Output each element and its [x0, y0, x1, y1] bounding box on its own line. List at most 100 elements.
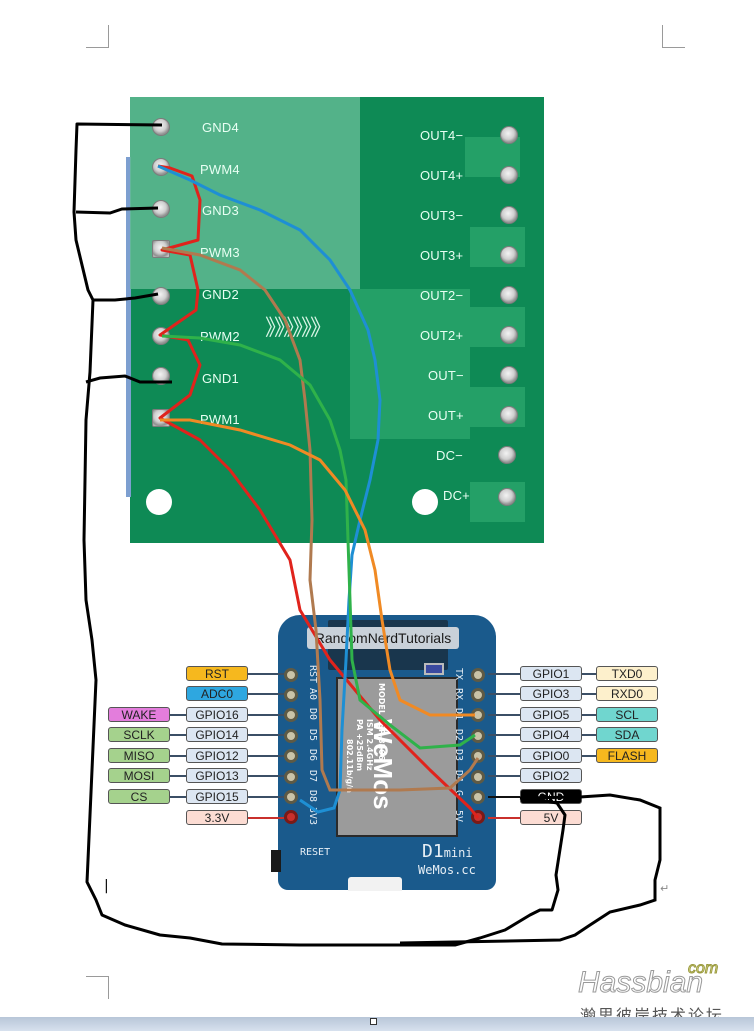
watermark-tld: com	[687, 960, 719, 978]
tag-gpio0: GPIO0	[520, 748, 582, 763]
reset-button[interactable]	[271, 850, 281, 872]
esp8266-module: WeMos MODEL ESP-8266 ISM 2.4GHz PA +25dB…	[336, 677, 458, 837]
wire-pwm2-d2	[161, 334, 476, 750]
label-pwm3: PWM3	[200, 245, 240, 260]
connector-line	[170, 755, 186, 757]
connector-line	[488, 673, 520, 675]
wire-pwm3-d3	[161, 246, 480, 792]
hassbian-watermark: com Hassbian 瀚思彼岸技术论坛	[577, 960, 748, 1026]
connector-line	[488, 817, 520, 819]
connector-line	[248, 796, 284, 798]
relay-board: GND4 PWM4 GND3 PWM3 GND2 PWM2 GND1 PWM1 …	[126, 97, 544, 543]
tag-3v3: 3.3V	[186, 810, 248, 825]
d1-mini-board: RandomNerdTutorials WeMos MODEL ESP-8266…	[271, 615, 496, 891]
pin-3v3[interactable]	[284, 810, 298, 824]
label-out-plus: OUT+	[428, 408, 464, 423]
tag-gpio15: GPIO15	[186, 789, 248, 804]
connector-line	[582, 734, 596, 736]
text-cursor: |	[104, 878, 109, 894]
pin-a0[interactable]	[284, 688, 298, 702]
pin-d8[interactable]	[284, 790, 298, 804]
connector-line	[488, 796, 520, 798]
crop-mark-top-left	[86, 25, 109, 48]
label-out4-plus: OUT4+	[420, 168, 464, 183]
label-gnd2: GND2	[202, 287, 239, 302]
connector-line	[170, 796, 186, 798]
pin-rst[interactable]	[284, 668, 298, 682]
tag-gpio4: GPIO4	[520, 727, 582, 742]
wire-ground-gnd2	[92, 292, 159, 302]
label-gnd4: GND4	[202, 120, 239, 135]
tag-gpio2: GPIO2	[520, 768, 582, 783]
mounting-hole	[146, 489, 172, 515]
terminal-out3-minus[interactable]	[500, 206, 518, 224]
terminal-out-plus[interactable]	[500, 406, 518, 424]
pin-d7[interactable]	[284, 770, 298, 784]
connector-line	[582, 755, 596, 757]
pin-g[interactable]	[471, 790, 485, 804]
pin-tx[interactable]	[471, 668, 485, 682]
tag-gpio5: GPIO5	[520, 707, 582, 722]
label-pwm4: PWM4	[200, 162, 240, 177]
model-suffix: mini	[443, 846, 473, 860]
terminal-out4-plus[interactable]	[500, 166, 518, 184]
tag-mosi: MOSI	[108, 768, 170, 783]
copper-pour	[350, 289, 470, 439]
terminal-out2-minus[interactable]	[500, 286, 518, 304]
tag-5v: 5V	[520, 810, 582, 825]
connector-line	[248, 673, 284, 675]
mounting-hole	[412, 489, 438, 515]
terminal-out-minus[interactable]	[500, 366, 518, 384]
paragraph-mark-icon: ↵	[660, 882, 670, 895]
model-name: D1	[422, 841, 444, 862]
wire-pwm1-d1	[160, 418, 475, 717]
site-label: WeMos.cc	[418, 863, 476, 877]
randomnerdtutorials-banner: RandomNerdTutorials	[307, 627, 459, 649]
wire-5v	[157, 164, 480, 819]
pin-d4[interactable]	[471, 770, 485, 784]
model-label: D1mini	[422, 841, 473, 862]
connector-line	[248, 734, 284, 736]
tag-scl: SCL	[596, 707, 658, 722]
terminal-dc-plus[interactable]	[498, 488, 516, 506]
crop-mark-bottom-left	[86, 976, 109, 999]
wire-ground-gnd3	[75, 206, 159, 215]
connector-line	[248, 755, 284, 757]
wire-ground	[72, 122, 567, 947]
tag-rst: RST	[186, 666, 248, 681]
connector-line	[488, 734, 520, 736]
label-dc-plus: DC+	[443, 488, 470, 503]
tag-wake: WAKE	[108, 707, 170, 722]
tag-gpio3: GPIO3	[520, 686, 582, 701]
terminal-dc-minus[interactable]	[498, 446, 516, 464]
tag-miso: MISO	[108, 748, 170, 763]
pin-rx[interactable]	[471, 688, 485, 702]
label-out2-plus: OUT2+	[420, 328, 464, 343]
connector-line	[170, 734, 186, 736]
terminal-gnd4[interactable]	[152, 118, 170, 136]
label-out2-minus: OUT2−	[420, 288, 464, 303]
label-gnd3: GND3	[202, 203, 239, 218]
label-out3-minus: OUT3−	[420, 208, 464, 223]
pin-d3[interactable]	[471, 749, 485, 763]
window-status-bar	[0, 1017, 754, 1031]
pin-d5[interactable]	[284, 729, 298, 743]
arrow-marks: 》》》》》》	[265, 315, 332, 340]
copper-pour	[470, 482, 525, 522]
tag-flash: FLASH	[596, 748, 658, 763]
wire-pwm4-d8	[157, 164, 382, 814]
terminal-out3-plus[interactable]	[500, 246, 518, 264]
resize-handle[interactable]	[370, 1018, 377, 1025]
connector-line	[248, 714, 284, 716]
terminal-out4-minus[interactable]	[500, 126, 518, 144]
pin-d6[interactable]	[284, 749, 298, 763]
terminal-out2-plus[interactable]	[500, 326, 518, 344]
pin-d0[interactable]	[284, 708, 298, 722]
board-edge-strip	[126, 157, 131, 497]
tag-gpio14: GPIO14	[186, 727, 248, 742]
label-out-minus: OUT−	[428, 368, 464, 383]
tag-gpio12: GPIO12	[186, 748, 248, 763]
tag-gpio1: GPIO1	[520, 666, 582, 681]
connector-line	[488, 775, 520, 777]
